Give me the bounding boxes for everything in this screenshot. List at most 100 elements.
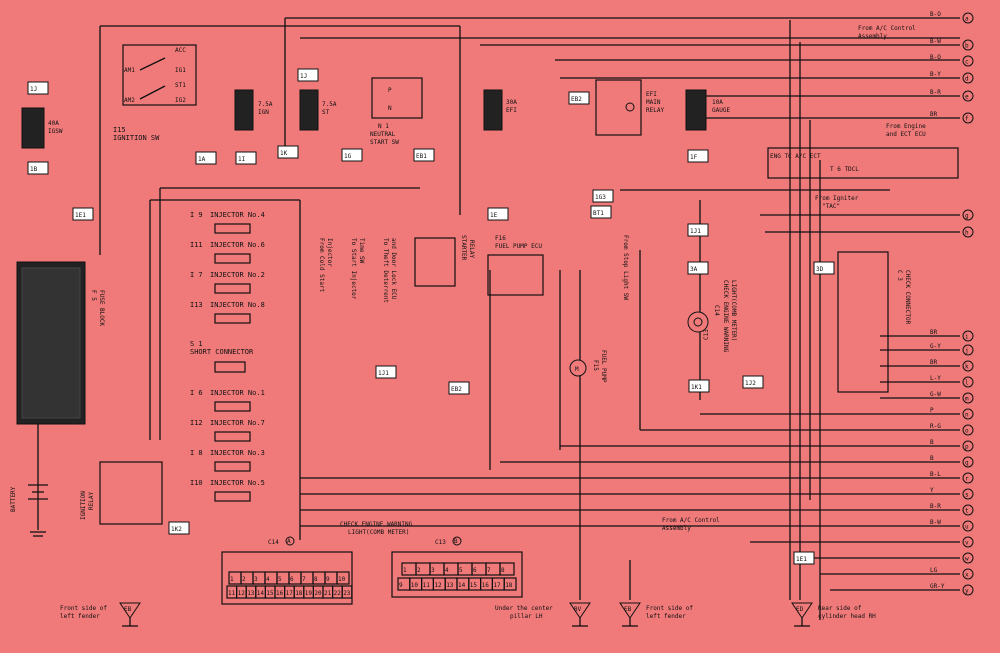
connector-badge: BT1 — [590, 205, 612, 219]
ground-eb-2: EB Front side of left fender — [619, 602, 693, 627]
pin-number: 4 — [266, 576, 270, 583]
fuse-efi-name: EFI — [506, 107, 517, 114]
pin-number: 10 — [338, 576, 346, 583]
injector-row: I 8 INJECTOR No.3 — [190, 449, 265, 472]
cel-id1: C13 — [703, 329, 710, 340]
wire-color-label: B-R — [930, 89, 941, 96]
connector-id: 1K2 — [171, 526, 182, 533]
terminal: x — [962, 568, 974, 580]
connector-badge: 1G — [341, 148, 363, 162]
injector-id: I11 — [190, 241, 203, 249]
wire-color-label: B-O — [930, 11, 941, 18]
connector-id: 1G3 — [595, 194, 606, 201]
terminal-letter: i — [965, 334, 969, 341]
check-conn-name: CHECK CONNECTOR — [904, 270, 911, 325]
fuse-ign-rating: 7.5A — [258, 101, 273, 108]
terminal-letter: c — [965, 59, 969, 66]
connector-id: 1K1 — [691, 384, 702, 391]
connector-pin: 8 — [499, 562, 515, 576]
connector-pin: 1 — [228, 571, 242, 585]
connector-badge: 3D — [813, 261, 835, 275]
connector-badge: 1J1 — [375, 365, 397, 379]
note-from-cold-b: Injector — [326, 238, 333, 267]
connector-badge: 1B — [27, 161, 49, 175]
starter-relay-name1: STARTER — [460, 235, 467, 261]
pin-number: 1 — [230, 576, 234, 583]
connector-pin: 17 — [284, 585, 295, 599]
wire-color-label: B — [930, 455, 934, 462]
wire-color-label: R-G — [930, 423, 941, 430]
fuse-block-name: FUSE BLOCK — [98, 290, 105, 327]
pin-number: 10 — [411, 582, 419, 589]
wire-color-label: B-R — [930, 503, 941, 510]
connector-badge: 1J — [297, 68, 319, 82]
pin-number: 14 — [458, 582, 466, 589]
fuse-efi: 30A EFI — [483, 89, 517, 131]
efi-relay-name2: MAIN — [646, 99, 661, 106]
terminal: g — [962, 209, 974, 221]
pin-number: 11 — [228, 590, 236, 597]
connector-badge: 1G3 — [592, 189, 614, 203]
injectors: I 9 INJECTOR No.4 I11 INJECTOR No.6 I 7 … — [190, 211, 265, 502]
terminal: e — [962, 90, 974, 102]
fuse-efi-rating: 30A — [506, 99, 517, 106]
connector-pin: 18 — [293, 585, 305, 599]
connector-pin: 15 — [468, 577, 482, 591]
pin-number: 2 — [417, 567, 421, 574]
pin-number: 9 — [399, 582, 403, 589]
connector-pin: 3 — [252, 571, 266, 585]
efi-main-relay: EFI MAIN RELAY — [595, 79, 664, 136]
ign-relay-name1: IGNITION — [80, 491, 87, 520]
connector-id: 3A — [690, 266, 698, 273]
wire-color-label: GR-Y — [930, 583, 945, 590]
fuse-ign-name: IGN — [258, 109, 269, 116]
ecu-name2: T 6 TDCL — [830, 166, 859, 173]
terminal-letter: r — [965, 476, 969, 483]
injector-id: I 8 — [190, 449, 203, 457]
ignition-switch: ACC IG1 ST1 IG2 AM1 AM2 I15 IGNITION SW — [113, 44, 197, 142]
connector-pin: 13 — [245, 585, 257, 599]
connector-badge: EB2 — [448, 381, 470, 395]
note-from-ac2: From A/C Control — [662, 517, 720, 524]
fuel-pump-id: F15 — [592, 360, 599, 371]
terminal: d — [962, 72, 974, 84]
ground-eb-1: EB Front side of left fender — [60, 602, 141, 627]
short-conn-id: S 1 — [190, 340, 203, 348]
connector-id: 1E1 — [75, 212, 86, 219]
connector-id: 1J1 — [378, 370, 389, 377]
wire-color-label: B-Y — [930, 71, 941, 78]
terminal: f — [962, 112, 974, 124]
terminal: i — [962, 330, 974, 342]
ign-pin-am1: AM1 — [124, 67, 135, 74]
terminal: l — [962, 376, 974, 388]
pin-number: 4 — [445, 567, 449, 574]
connector-pin: 22 — [332, 585, 343, 599]
terminal: r — [962, 472, 974, 484]
fuel-pump-name: FUEL PUMP — [600, 350, 607, 383]
terminal-letter: j — [965, 348, 969, 355]
terminal-letter: v — [965, 540, 969, 547]
nss-id: N 1 — [378, 123, 389, 130]
check-engine-light: C14 C13 CHECK ENGINE WARNING LIGHT(COMB … — [687, 280, 737, 353]
ign-pos-acc: ACC — [175, 47, 186, 54]
terminal-letter: g — [965, 213, 969, 220]
ground-note-2: cylinder head RH — [818, 613, 876, 620]
terminal-letter: x — [965, 572, 969, 579]
injector-name: INJECTOR No.6 — [210, 241, 265, 249]
injector-row: I 9 INJECTOR No.4 — [190, 211, 265, 234]
ground-id: BV — [574, 606, 582, 613]
pin-number: 22 — [334, 590, 342, 597]
connector-badge: 1F — [687, 149, 709, 163]
connector-pin: 18 — [503, 577, 517, 591]
efi-relay-name1: EFI — [646, 91, 657, 98]
cel-name2: LIGHT(COMB METER) — [730, 280, 737, 341]
short-connector: S 1 SHORT CONNECTOR — [190, 340, 254, 373]
wire-color-label: P — [930, 407, 934, 414]
injector-row: I10 INJECTOR No.5 — [190, 479, 265, 502]
fuel-pump-ecu: F16 FUEL PUMP ECU — [487, 235, 544, 296]
ground-bv: BV Under the center pillar LH — [495, 602, 591, 627]
note-from-ac2b: Assembly — [662, 525, 691, 532]
connector-id: 1K — [280, 150, 288, 157]
injector-id: I 6 — [190, 389, 203, 397]
connector-pin: 13 — [444, 577, 458, 591]
